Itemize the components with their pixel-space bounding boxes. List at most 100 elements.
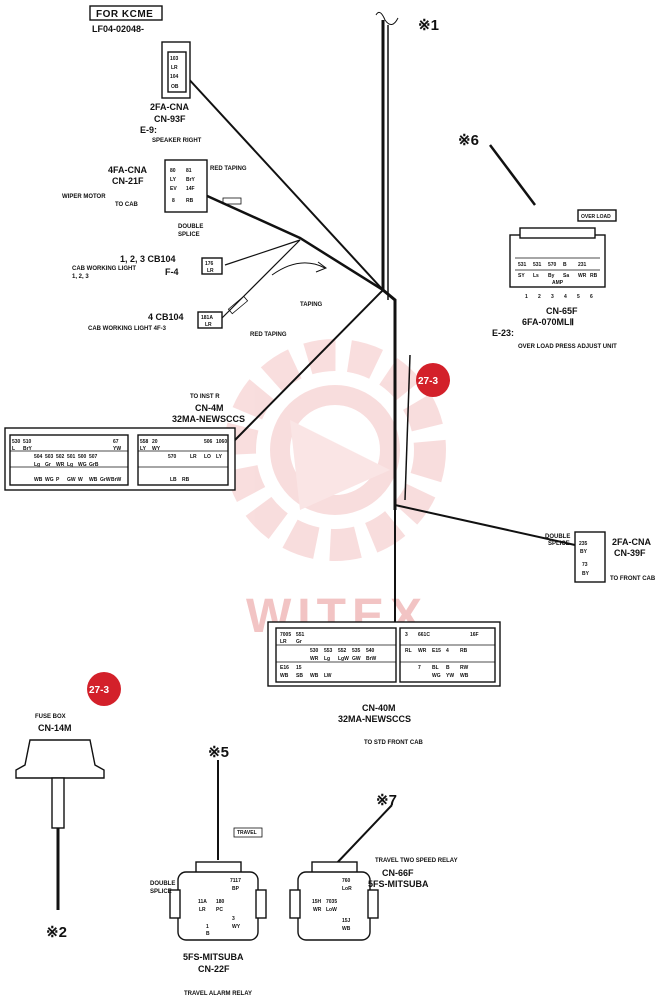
- svg-text:8: 8: [172, 198, 175, 204]
- svg-text:OB: OB: [171, 84, 179, 90]
- svg-text:530: 530: [12, 439, 21, 445]
- cn22f-splice: DOUBLE: [150, 881, 175, 887]
- svg-text:235: 235: [579, 541, 588, 547]
- svg-text:LoR: LoR: [342, 886, 352, 892]
- connector-f3[interactable]: 181A LR: [197, 311, 223, 329]
- svg-text:176: 176: [205, 261, 214, 267]
- cn40m-dest: TO STD FRONT CAB: [364, 740, 424, 746]
- svg-text:By: By: [548, 273, 555, 279]
- svg-text:16F: 16F: [470, 632, 479, 638]
- cn40m-name: 32MA-NEWSCCS: [338, 714, 411, 724]
- svg-text:501: 501: [67, 454, 76, 460]
- cn21f-desc: WIPER MOTOR: [62, 194, 106, 200]
- svg-text:BY: BY: [580, 549, 588, 555]
- svg-text:507: 507: [89, 454, 98, 460]
- svg-text:6: 6: [590, 294, 593, 300]
- svg-text:RL: RL: [405, 648, 412, 654]
- svg-text:531: 531: [533, 262, 542, 268]
- cn22f-name: 5FS-MITSUBA: [183, 952, 244, 962]
- svg-text:BrY: BrY: [23, 446, 33, 452]
- cn22f-tag: TRAVEL: [237, 830, 257, 836]
- svg-text:B: B: [563, 262, 567, 268]
- cn93f-code: E-9:: [140, 125, 157, 135]
- svg-text:506: 506: [204, 439, 213, 445]
- svg-text:530: 530: [310, 648, 319, 654]
- cn93f-name: 2FA-CNA: [150, 102, 190, 112]
- svg-text:103: 103: [170, 56, 179, 62]
- svg-text:570: 570: [548, 262, 557, 268]
- svg-text:LY: LY: [170, 177, 177, 183]
- cn14m-id: CN-14M: [38, 723, 72, 733]
- svg-text:15: 15: [296, 665, 302, 671]
- ref-mark-1: ※1: [418, 17, 439, 34]
- svg-text:WR: WR: [56, 462, 65, 468]
- cn21f-id: CN-21F: [112, 176, 144, 186]
- svg-text:E15: E15: [432, 648, 441, 654]
- connector-f4[interactable]: 176 LR: [201, 257, 223, 275]
- svg-text:B: B: [446, 665, 450, 671]
- cn65f-code: E-23:: [492, 328, 514, 338]
- cn21f-splice: DOUBLE: [178, 224, 203, 230]
- svg-text:WR: WR: [578, 273, 587, 279]
- cn22f-id: CN-22F: [198, 964, 230, 974]
- cn39f-splice: DOUBLE: [545, 534, 570, 540]
- svg-text:WR: WR: [313, 907, 322, 913]
- cn22f-splice2: SPLICE: [150, 889, 172, 895]
- svg-text:WB: WB: [34, 477, 43, 483]
- connector-cn21f[interactable]: 80 81 LY BrY EV 14F 8 RB: [164, 159, 208, 213]
- fuse-box-cn14m[interactable]: [15, 739, 105, 829]
- cn21f-name: 4FA-CNA: [108, 165, 148, 175]
- svg-text:Lg: Lg: [67, 462, 73, 468]
- connector-cn93f[interactable]: 103 LR 104 OB: [161, 41, 191, 99]
- svg-text:WY: WY: [152, 446, 161, 452]
- svg-text:LR: LR: [190, 454, 197, 460]
- svg-text:GW: GW: [352, 656, 361, 662]
- svg-text:11A: 11A: [198, 899, 207, 905]
- svg-text:27-3: 27-3: [89, 685, 109, 696]
- header-code: LF04-02048-: [92, 24, 144, 34]
- cn21f-splice2: SPLICE: [178, 232, 200, 238]
- svg-text:P: P: [56, 477, 60, 483]
- svg-text:4: 4: [446, 648, 449, 654]
- svg-text:Gr: Gr: [45, 462, 51, 468]
- svg-text:LgW: LgW: [338, 656, 349, 662]
- connector-cn39f[interactable]: 235 BY 73 BY: [574, 531, 606, 583]
- svg-text:231: 231: [578, 262, 587, 268]
- cn66f-id: CN-66F: [382, 868, 414, 878]
- svg-text:15H: 15H: [312, 899, 322, 905]
- connector-cn65f[interactable]: OVER LOAD 531 531 570 B 231 SY Ls By Sa …: [509, 209, 617, 288]
- ref-mark-2: ※2: [46, 924, 67, 941]
- connector-cn40m[interactable]: 7005 551 530 553 552 535 540 LR Gr WR Lg…: [267, 621, 501, 687]
- connector-cn66f[interactable]: 760 LoR 15H 7035 WR LoW 15J WB: [289, 861, 379, 941]
- svg-text:181A: 181A: [201, 315, 213, 321]
- connector-cn4m[interactable]: 530 510 504 503 502 501 500 507 67 L BrY…: [4, 427, 236, 491]
- svg-text:LR: LR: [199, 907, 206, 913]
- ref-mark-5: ※5: [208, 744, 229, 761]
- svg-text:Sa: Sa: [563, 273, 569, 279]
- svg-text:540: 540: [366, 648, 375, 654]
- svg-text:500: 500: [78, 454, 87, 460]
- svg-text:7117: 7117: [230, 878, 241, 884]
- svg-text:OVER LOAD: OVER LOAD: [581, 214, 611, 220]
- svg-text:LW: LW: [324, 673, 332, 679]
- page-ref-badge-1[interactable]: 27-3: [416, 363, 450, 397]
- svg-text:535: 535: [352, 648, 361, 654]
- svg-text:3: 3: [551, 294, 554, 300]
- svg-text:LR: LR: [205, 322, 212, 328]
- svg-text:RB: RB: [186, 198, 194, 204]
- svg-text:PC: PC: [216, 907, 223, 913]
- svg-text:BrY: BrY: [186, 177, 196, 183]
- svg-text:BrW: BrW: [111, 477, 122, 483]
- connector-cn22f[interactable]: 7117 BP 11A 180 LR PC 3 WY 1 B: [169, 861, 267, 941]
- svg-text:RB: RB: [460, 648, 468, 654]
- svg-text:WB: WB: [310, 673, 319, 679]
- page-ref-badge-2[interactable]: 27-3: [87, 672, 121, 706]
- cn39f-splice2: SPLICE: [548, 541, 570, 547]
- cn65f-column-numbers: 1 2 3 4 5 6: [525, 294, 593, 300]
- svg-text:Lg: Lg: [324, 656, 330, 662]
- svg-text:B: B: [206, 931, 210, 937]
- f3-taping: RED TAPING: [250, 332, 287, 338]
- f4-desc2: 1, 2, 3: [72, 274, 89, 280]
- cn66f-name: 5FS-MITSUBA: [368, 879, 429, 889]
